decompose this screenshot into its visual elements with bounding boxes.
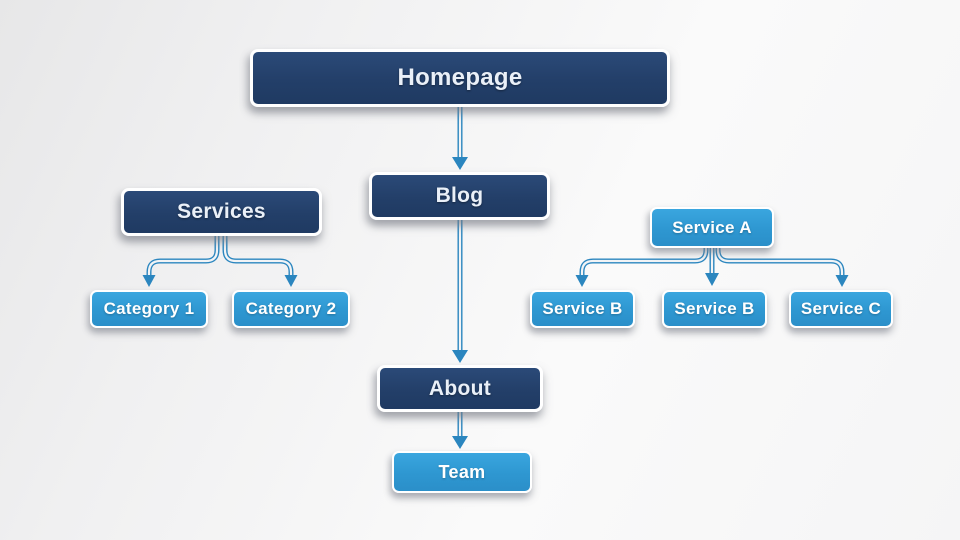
node-homepage: Homepage — [250, 49, 670, 107]
node-about: About — [377, 365, 543, 412]
arrowhead-icon — [452, 350, 468, 363]
connector-serviceA-serviceC — [715, 246, 849, 287]
arrowhead-icon — [452, 436, 468, 449]
node-category1: Category 1 — [90, 290, 208, 328]
arrowhead-icon — [575, 275, 589, 287]
node-category1-label: Category 1 — [103, 299, 195, 318]
node-serviceC: Service C — [789, 290, 893, 328]
arrowhead-icon — [835, 275, 849, 287]
node-serviceB1-label: Service B — [542, 299, 623, 318]
node-serviceC-label: Service C — [800, 299, 882, 318]
node-blog-label: Blog — [435, 184, 484, 207]
arrowhead-icon — [142, 275, 156, 287]
connector-serviceA-serviceB1 — [575, 246, 709, 287]
node-serviceA: Service A — [650, 207, 774, 248]
arrowhead-icon — [452, 157, 468, 170]
arrowhead-icon — [284, 275, 298, 287]
node-serviceB1: Service B — [530, 290, 635, 328]
node-services-label: Services — [177, 200, 266, 223]
connector-blog-about — [452, 218, 468, 363]
arrowhead-icon — [705, 273, 719, 286]
node-homepage-label: Homepage — [397, 64, 523, 91]
node-about-label: About — [428, 376, 492, 400]
connector-homepage-blog — [452, 105, 468, 170]
node-serviceA-label: Service A — [672, 217, 752, 237]
connector-serviceA-serviceB2 — [705, 246, 719, 286]
connector-services-category1 — [142, 234, 220, 287]
connector-about-team — [452, 410, 468, 449]
node-serviceB2: Service B — [662, 290, 767, 328]
node-team: Team — [392, 451, 532, 493]
node-team-label: Team — [438, 461, 486, 482]
node-services: Services — [121, 188, 322, 236]
connector-services-category2 — [222, 234, 298, 287]
node-serviceB2-label: Service B — [674, 299, 755, 318]
node-category2-label: Category 2 — [245, 299, 337, 318]
node-blog: Blog — [369, 172, 550, 220]
node-category2: Category 2 — [232, 290, 350, 328]
